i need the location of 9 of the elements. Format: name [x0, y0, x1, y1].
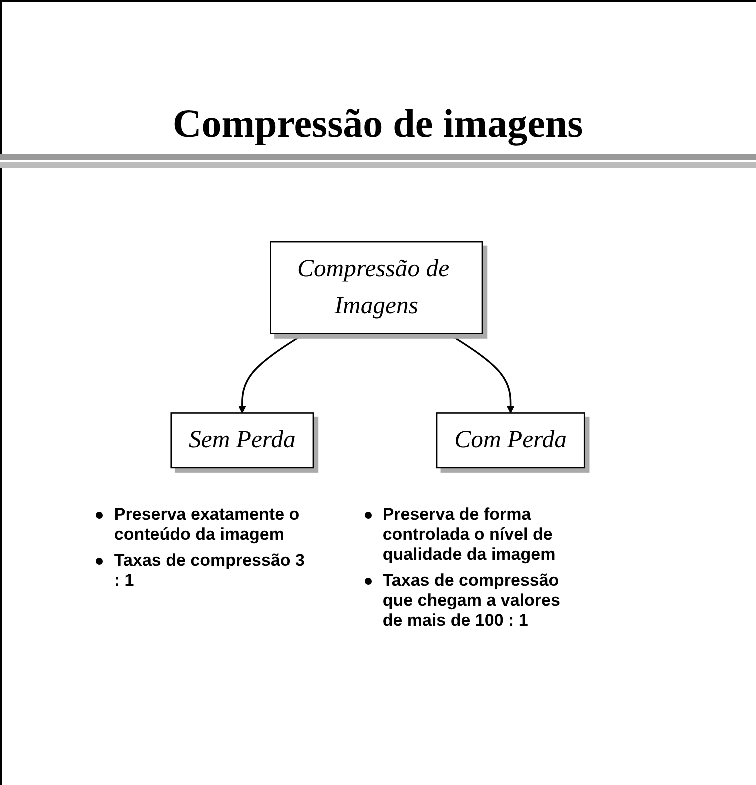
node-box: Sem Perda	[170, 412, 314, 469]
bullet-text: Taxas de compressão que chegam a valores de mais de 100 : 1	[382, 571, 562, 631]
node-box: Compressão de Imagens	[270, 241, 484, 334]
bullet-text: Preserva de forma controlada o nível de qualidade da imagem	[382, 505, 557, 565]
bullet-text: Preserva exatamente o conteúdo da imagem	[114, 505, 301, 545]
node-box: Com Perda	[436, 412, 586, 469]
arrow	[448, 333, 515, 414]
arrow	[238, 333, 306, 414]
bullet-text: Taxas de compressão 3 : 1	[114, 551, 306, 591]
